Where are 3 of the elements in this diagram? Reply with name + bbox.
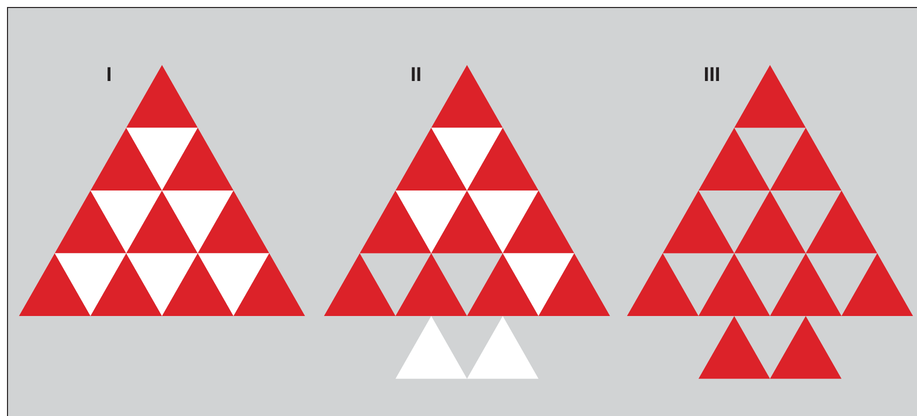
figure-label: I bbox=[106, 65, 112, 85]
figure-label: III bbox=[704, 65, 720, 85]
figure-label: II bbox=[410, 65, 422, 85]
